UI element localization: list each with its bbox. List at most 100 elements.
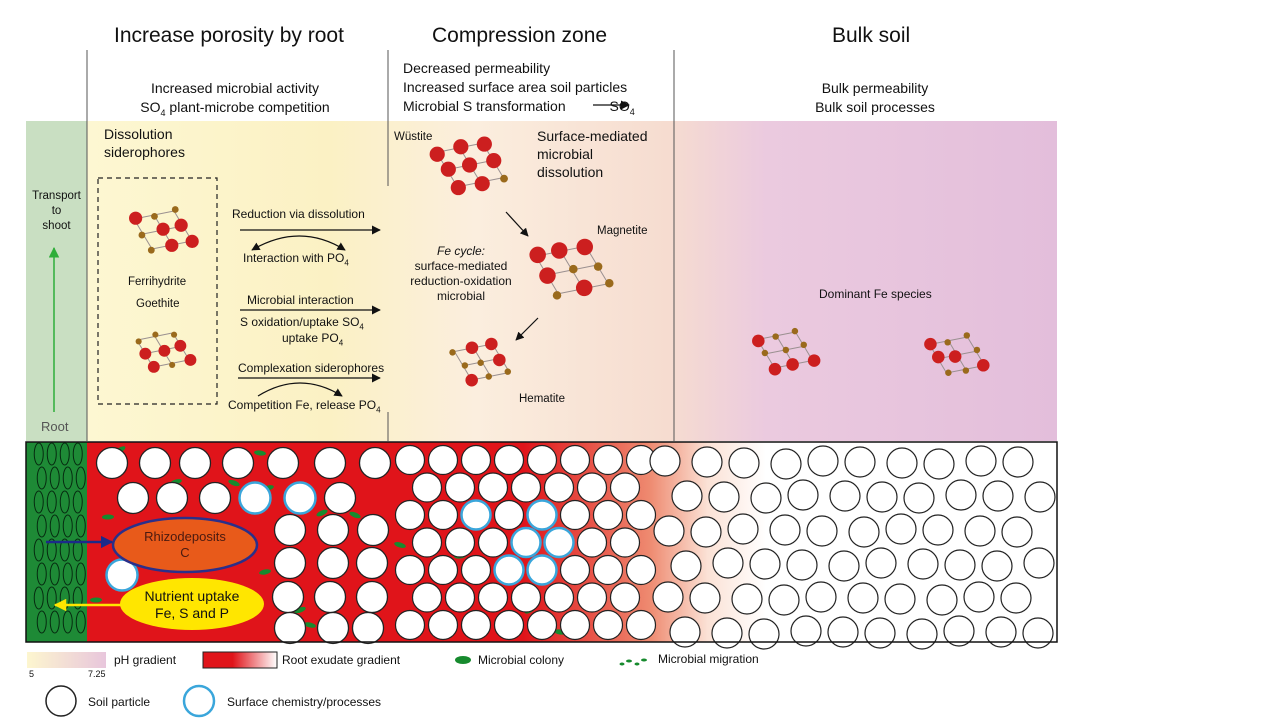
soil-particle	[543, 582, 575, 613]
soil-particle	[712, 547, 744, 579]
soil-particle	[592, 499, 624, 531]
soil-particle	[770, 448, 802, 480]
soil-particle	[355, 580, 389, 614]
soil-particle	[155, 481, 189, 515]
soil-particle	[394, 609, 426, 641]
magnetite-hematite-arrow	[515, 317, 539, 341]
root-cell	[72, 442, 83, 466]
soil-particle	[828, 550, 860, 582]
root-cell	[59, 490, 70, 514]
soil-particle	[221, 446, 255, 480]
soil-particle	[790, 615, 822, 647]
rhizodeposits-text: Rhizodeposits C	[144, 529, 226, 560]
soil-particle	[708, 481, 740, 513]
ph-gradient-zone	[87, 121, 1057, 441]
s-oxidation-label: S oxidation/uptake SO4	[240, 315, 364, 332]
soil-particle	[926, 584, 958, 616]
soil-particle	[609, 582, 641, 613]
soil-particle	[691, 446, 723, 478]
soil-particle	[827, 616, 859, 648]
soil-particle	[689, 582, 721, 614]
soil-particle	[748, 618, 780, 650]
root-cell	[36, 610, 47, 634]
soil-particle	[807, 445, 839, 477]
root-cell	[72, 538, 83, 562]
soil-particle	[1000, 582, 1032, 614]
migration-legend-label: Microbial migration	[658, 652, 759, 666]
bulk-line1: Bulk permeability	[821, 80, 929, 96]
soil-particle	[313, 580, 347, 614]
dominant-fe-crystal	[752, 327, 821, 376]
soil-particle	[653, 515, 685, 547]
soil-particle	[576, 527, 608, 558]
soil-particle	[847, 582, 879, 614]
soil-particle	[355, 546, 389, 580]
soil-particle	[1024, 481, 1056, 513]
transport-label: Transport to shoot	[32, 190, 81, 232]
root-panel	[26, 121, 87, 441]
soil-particle	[885, 513, 917, 545]
microbial-interaction-label: Microbial interaction	[247, 293, 354, 307]
soil-particle	[944, 549, 976, 581]
magnetite-label: Magnetite	[597, 225, 648, 237]
soil-particle	[711, 617, 743, 649]
soil-particle	[671, 480, 703, 512]
soil-particle	[316, 546, 350, 580]
soil-particle	[460, 444, 492, 476]
soil-particle	[1023, 547, 1055, 579]
microbial-colony-swatch	[455, 656, 471, 664]
surface-particle	[493, 554, 525, 586]
soil-particle	[559, 499, 591, 531]
wustite-label: Wüstite	[394, 131, 433, 143]
surface-particle	[510, 526, 542, 559]
soil-particle	[844, 446, 876, 478]
dissolution-label: Dissolution siderophores	[104, 126, 185, 160]
exudate-gradient-swatch	[202, 651, 278, 669]
root-cell	[62, 562, 73, 586]
soil-particle	[769, 514, 801, 546]
compression-line1: Decreased permeability	[403, 60, 551, 76]
root-cell	[46, 490, 57, 514]
soil-particle-swatch	[45, 685, 77, 717]
root-cell	[59, 442, 70, 466]
microbial-colony	[228, 479, 240, 487]
soil-particle	[178, 446, 212, 480]
root-zone-line1: Increased microbial activity	[150, 80, 320, 96]
soil-particle	[313, 446, 347, 480]
microbial-colony	[102, 514, 114, 520]
compression-line2: Increased surface area soil particles	[403, 79, 628, 95]
soil-particle	[477, 582, 509, 613]
surface-mediated-label: Surface-mediated microbial dissolution	[537, 128, 648, 180]
surface-particle	[238, 481, 272, 515]
soil-particle	[358, 446, 392, 480]
root-cell	[33, 538, 44, 562]
soil-particle	[945, 479, 977, 511]
ph-gradient-swatch	[27, 652, 106, 668]
microbial-colony	[349, 511, 361, 519]
soil-particle	[669, 616, 701, 648]
soil-particle	[543, 472, 575, 503]
soil-particle	[394, 554, 426, 586]
ph-min-label: 5	[29, 669, 35, 679]
microbial-colony	[254, 450, 266, 456]
surface-particle	[543, 526, 575, 559]
soil-particle	[922, 514, 954, 546]
soil-particle	[576, 582, 608, 613]
soil-particle	[963, 581, 995, 613]
soil-particle-legend-label: Soil particle	[88, 695, 151, 709]
colony-legend-label: Microbial colony	[478, 653, 565, 667]
fe-cycle-label: Fe cycle: surface-mediated reduction-oxi…	[410, 244, 512, 303]
soil-particle	[806, 515, 838, 547]
surface-particle	[283, 481, 317, 515]
soil-particle	[323, 481, 357, 515]
soil-particle	[592, 609, 624, 641]
soil-particle	[266, 446, 300, 480]
root-cell	[62, 610, 73, 634]
root-cell	[49, 562, 60, 586]
soil-particle	[787, 479, 819, 511]
root-cell	[36, 562, 47, 586]
microbial-colony	[316, 509, 328, 517]
soil-particle	[510, 582, 542, 613]
soil-particle	[964, 515, 996, 547]
soil-particle	[493, 499, 525, 531]
